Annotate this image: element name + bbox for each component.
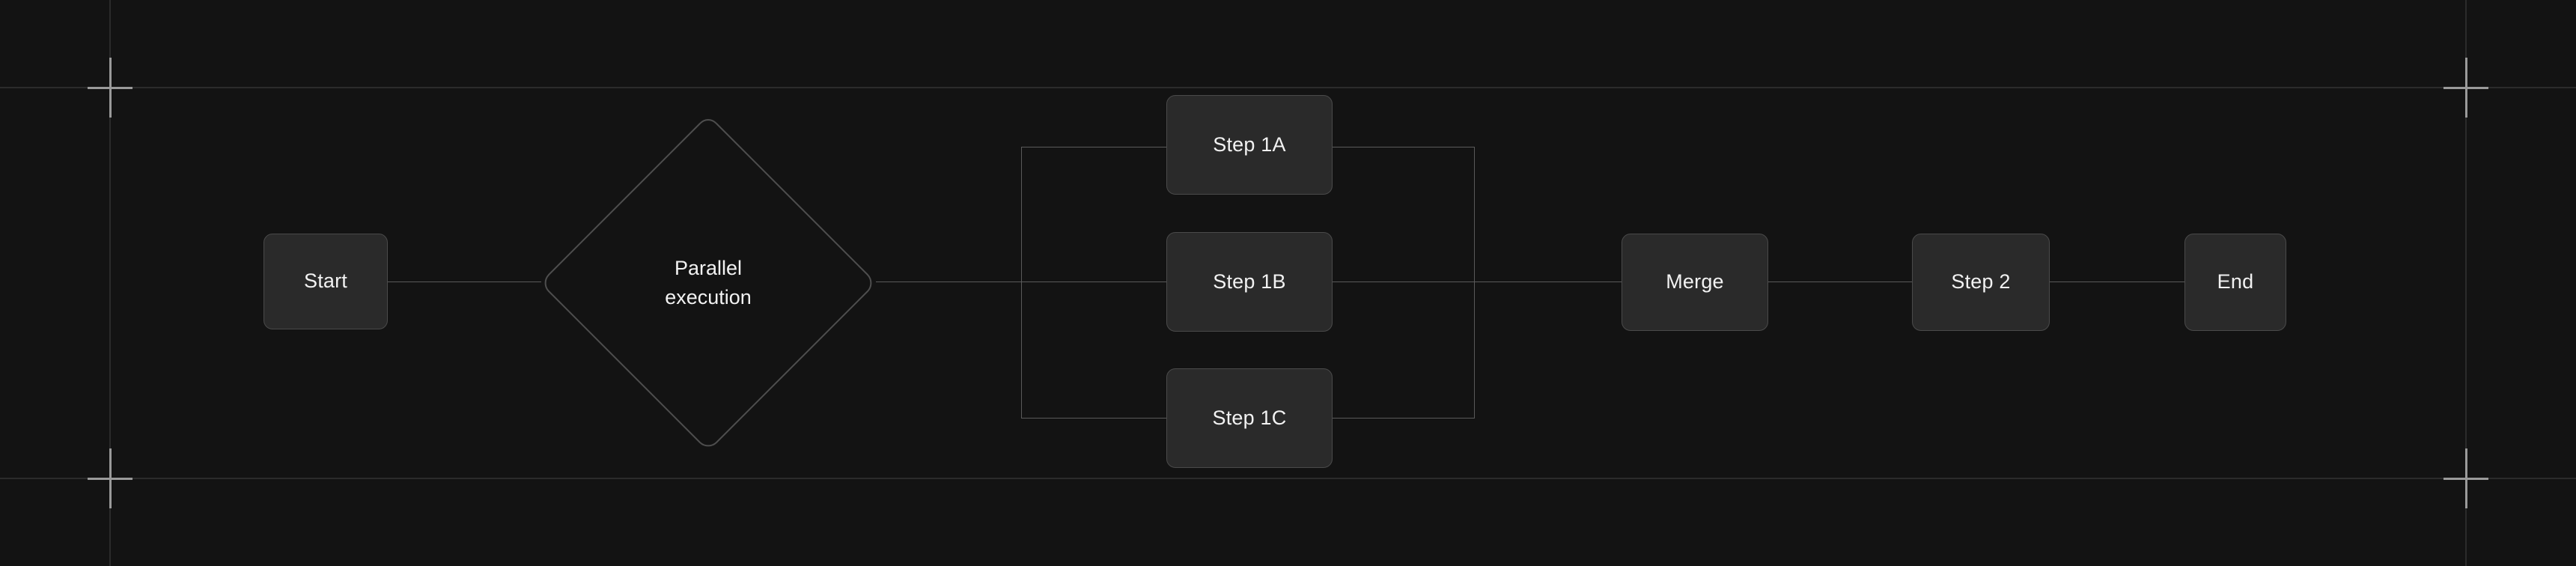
node-merge[interactable]: Merge bbox=[1622, 234, 1768, 331]
guide-line-horizontal-top bbox=[0, 87, 2576, 88]
node-step-1a-label: Step 1A bbox=[1213, 133, 1286, 156]
edge-fanin-vertical-bus bbox=[1474, 147, 1475, 419]
node-parallel-execution[interactable]: Parallel execution bbox=[539, 114, 877, 452]
node-end-label: End bbox=[2217, 270, 2254, 293]
node-step-2-label: Step 2 bbox=[1951, 270, 2011, 293]
guide-line-horizontal-bottom bbox=[0, 478, 2576, 479]
node-start[interactable]: Start bbox=[264, 234, 388, 329]
edge-fanout-to-step1c bbox=[1021, 418, 1167, 419]
edge-fanout-vertical-bus bbox=[1021, 147, 1022, 419]
node-step-1c[interactable]: Step 1C bbox=[1166, 368, 1333, 468]
edge-step1c-to-fanin bbox=[1333, 418, 1475, 419]
node-step-1a[interactable]: Step 1A bbox=[1166, 95, 1333, 195]
node-merge-label: Merge bbox=[1666, 270, 1724, 293]
node-end[interactable]: End bbox=[2184, 234, 2286, 331]
node-start-label: Start bbox=[303, 270, 348, 293]
node-step-1c-label: Step 1C bbox=[1212, 406, 1287, 429]
node-step-1b-label: Step 1B bbox=[1213, 270, 1286, 293]
guide-line-vertical-right bbox=[2465, 0, 2467, 566]
node-step-2[interactable]: Step 2 bbox=[1912, 234, 2050, 331]
guide-line-vertical-left bbox=[109, 0, 111, 566]
diamond-shape-icon bbox=[544, 118, 872, 447]
node-step-1b[interactable]: Step 1B bbox=[1166, 232, 1333, 332]
